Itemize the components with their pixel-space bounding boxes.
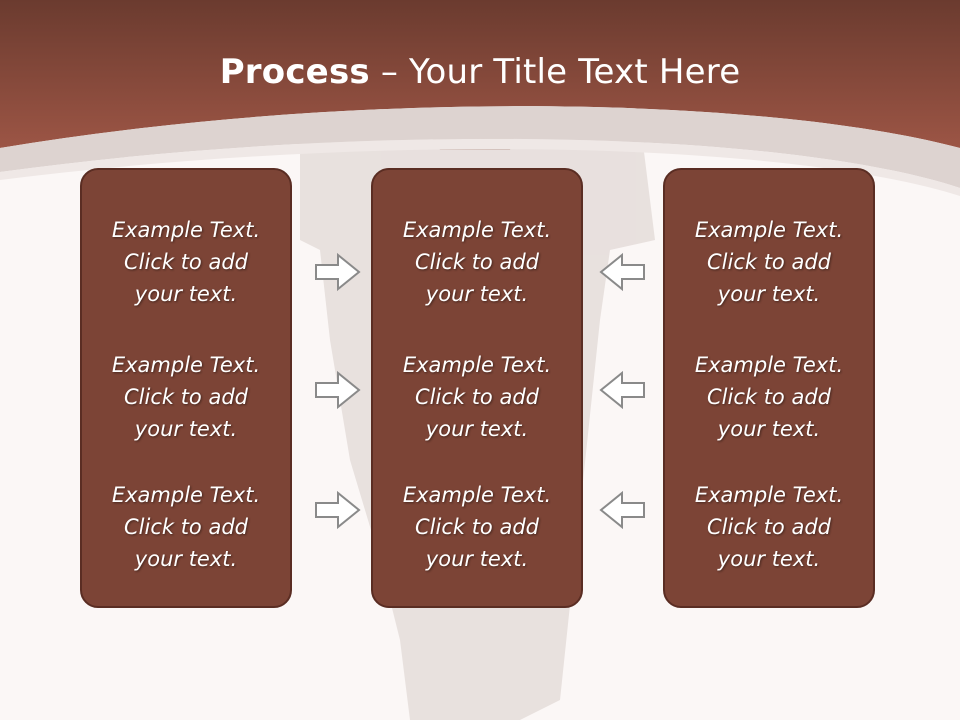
text-line: Example Text. [694, 353, 844, 377]
text-line: Example Text. [694, 483, 844, 507]
text-line: your text. [425, 547, 529, 571]
text-block[interactable]: Example Text. Click to add your text. [665, 479, 873, 575]
text-line: Example Text. [111, 483, 261, 507]
text-line: Example Text. [402, 483, 552, 507]
text-line: Click to add [414, 515, 539, 539]
text-line: Example Text. [111, 353, 261, 377]
text-line: your text. [717, 417, 821, 441]
text-block[interactable]: Example Text. Click to add your text. [373, 214, 581, 310]
arrow-left-icon[interactable] [598, 252, 646, 292]
text-line: Click to add [706, 250, 831, 274]
text-panel-center[interactable]: Example Text. Click to add your text. Ex… [371, 168, 583, 608]
text-line: your text. [717, 282, 821, 306]
arrow-left-icon[interactable] [598, 490, 646, 530]
header-band [0, 0, 960, 148]
text-line: your text. [134, 547, 238, 571]
slide-title-rest: – Your Title Text Here [369, 52, 741, 92]
text-line: your text. [134, 282, 238, 306]
text-line: your text. [717, 547, 821, 571]
text-line: Example Text. [111, 218, 261, 242]
text-block[interactable]: Example Text. Click to add your text. [665, 214, 873, 310]
text-line: your text. [425, 282, 529, 306]
text-block[interactable]: Example Text. Click to add your text. [82, 214, 290, 310]
text-line: Example Text. [402, 353, 552, 377]
text-line: Click to add [414, 250, 539, 274]
text-panel-left[interactable]: Example Text. Click to add your text. Ex… [80, 168, 292, 608]
arrow-right-icon[interactable] [314, 370, 362, 410]
text-line: Example Text. [694, 218, 844, 242]
text-panel-right[interactable]: Example Text. Click to add your text. Ex… [663, 168, 875, 608]
text-block[interactable]: Example Text. Click to add your text. [373, 349, 581, 445]
text-line: Click to add [706, 385, 831, 409]
text-line: your text. [425, 417, 529, 441]
text-line: your text. [134, 417, 238, 441]
arrow-right-icon[interactable] [314, 252, 362, 292]
arrow-right-icon[interactable] [314, 490, 362, 530]
text-block[interactable]: Example Text. Click to add your text. [373, 479, 581, 575]
text-line: Click to add [123, 385, 248, 409]
text-line: Click to add [123, 515, 248, 539]
slide-title-bold: Process [219, 52, 370, 92]
text-line: Click to add [706, 515, 831, 539]
text-block[interactable]: Example Text. Click to add your text. [665, 349, 873, 445]
text-block[interactable]: Example Text. Click to add your text. [82, 479, 290, 575]
text-line: Example Text. [402, 218, 552, 242]
text-line: Click to add [414, 385, 539, 409]
header-swoosh [0, 106, 960, 188]
text-block[interactable]: Example Text. Click to add your text. [82, 349, 290, 445]
text-line: Click to add [123, 250, 248, 274]
slide-title[interactable]: Process – Your Title Text Here [0, 52, 960, 92]
arrow-left-icon[interactable] [598, 370, 646, 410]
